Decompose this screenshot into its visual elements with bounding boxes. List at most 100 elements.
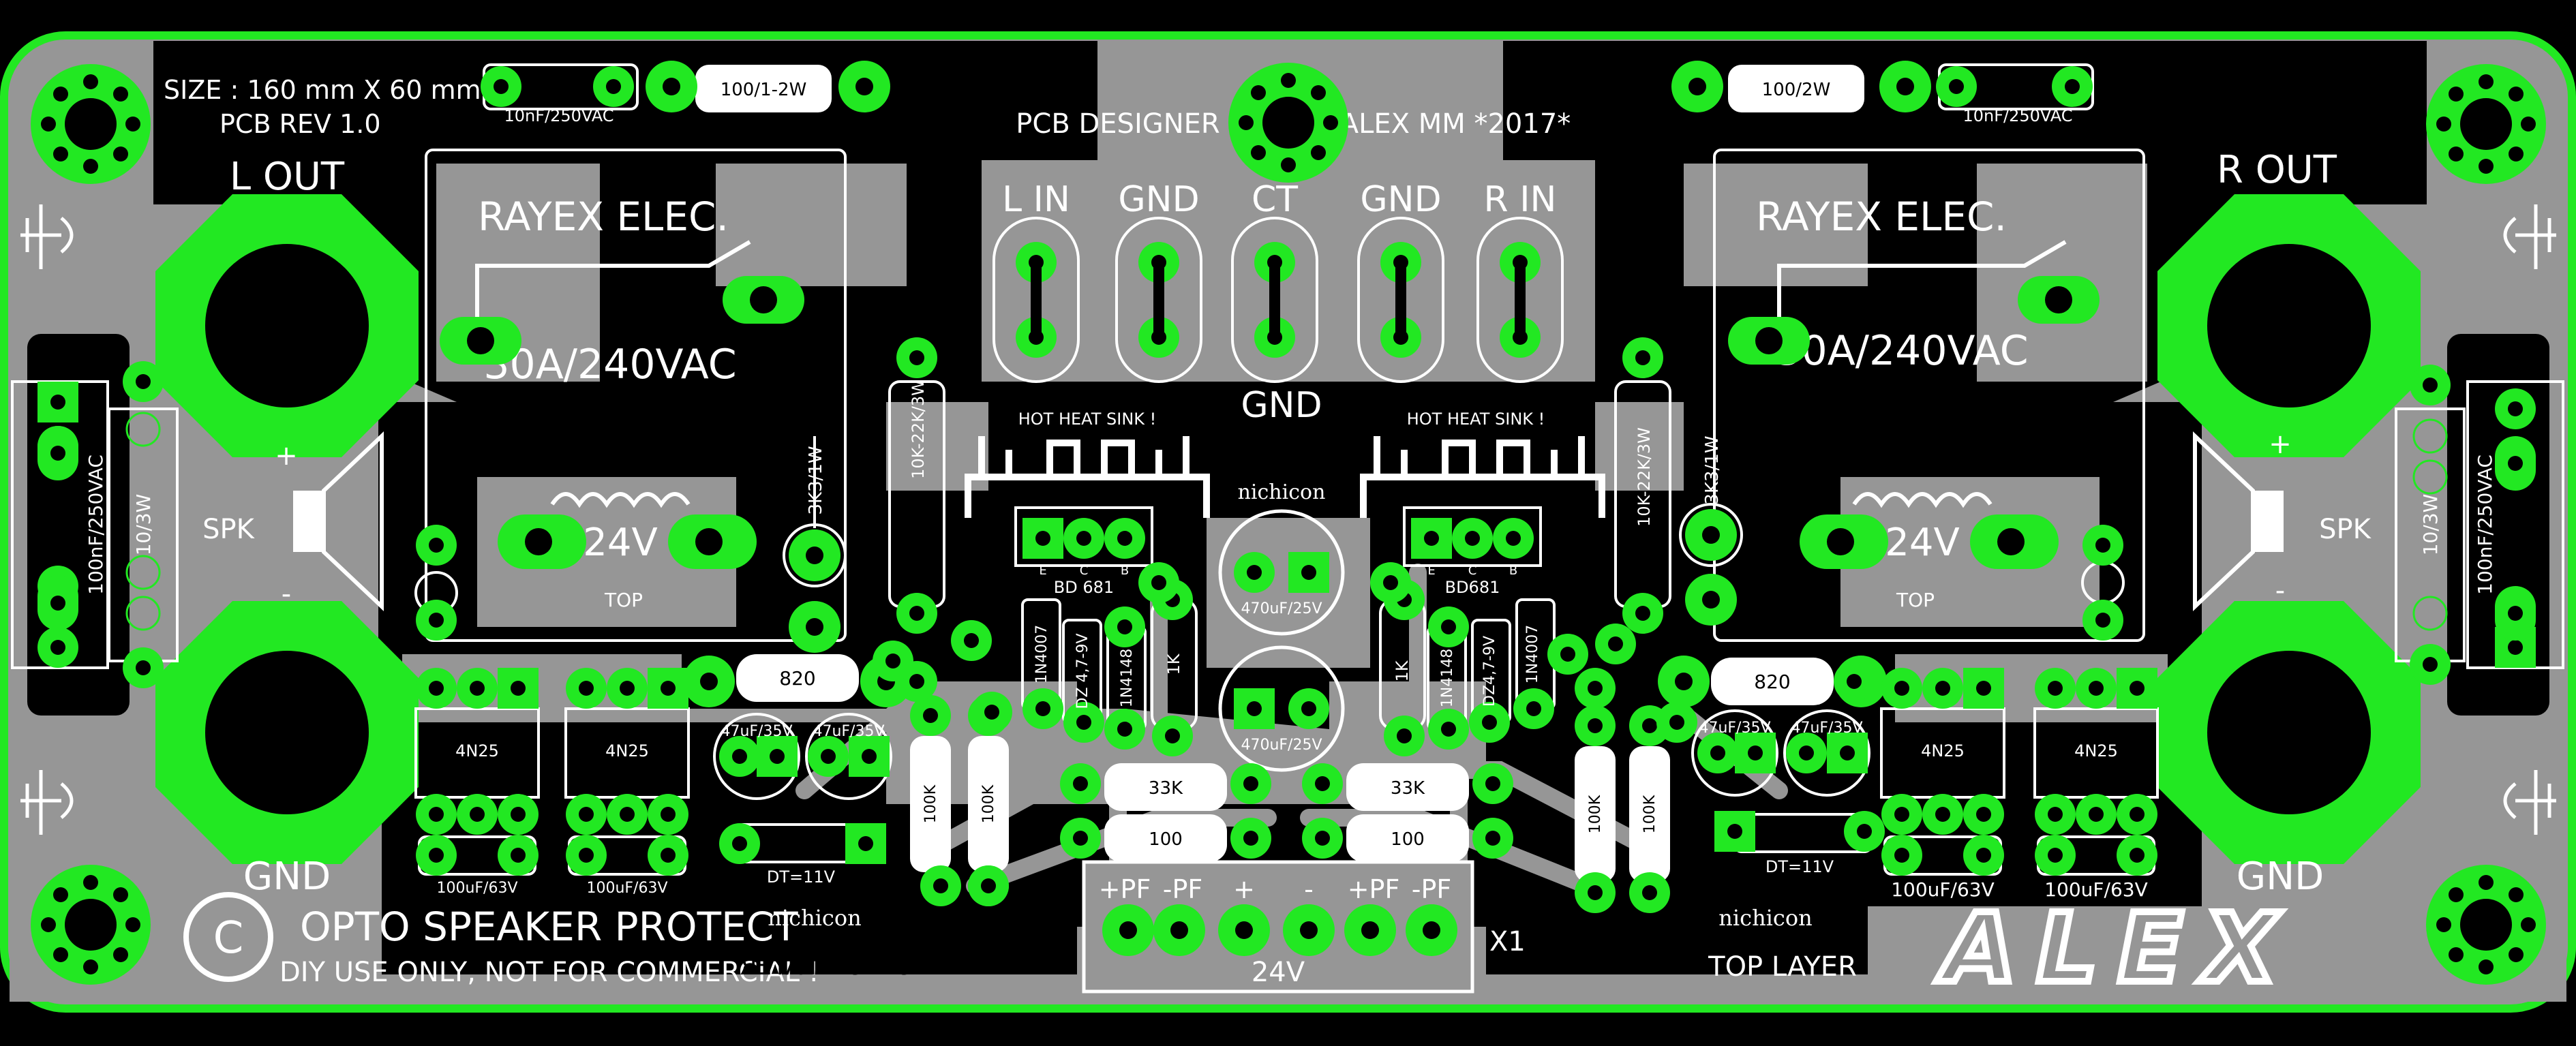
x1-pin6: -PF: [1412, 874, 1451, 904]
res-820-label-right: 820: [1754, 671, 1790, 693]
board-size-label: SIZE : 160 mm X 60 mm: [164, 75, 481, 105]
res-3k3-label-right: 3K3/1W: [1702, 435, 1723, 504]
relay-rating-left: 30A/240VAC: [483, 341, 736, 388]
bd681-c-left: C: [1080, 564, 1089, 578]
spk-right-plus: +: [2269, 429, 2292, 460]
speaker-icon: [293, 431, 384, 611]
relay-top-right: TOP: [1896, 589, 1935, 611]
res-33k-left: 33K: [1149, 778, 1183, 799]
relay-coil-right: 24V: [1885, 521, 1960, 565]
spk-right-label: SPK: [2319, 514, 2372, 545]
dz11-label-right: DT=11V: [1766, 857, 1834, 876]
cap-100nf63-l1: 100uF/63V: [436, 880, 517, 897]
copyright-icon: C: [213, 913, 244, 964]
dz11-label-left: DT=11V: [767, 867, 836, 887]
spk-left-label: SPK: [202, 514, 256, 545]
bd681-e-left: E: [1039, 564, 1046, 578]
author-label: ALEX MM *2017*: [1340, 108, 1571, 140]
dz-label-left: DZ 4,7-9V: [1074, 634, 1091, 709]
res-820-label-left: 820: [779, 667, 815, 690]
heatsink-warning-right: HOT HEAT SINK !: [1407, 410, 1545, 429]
opto-label-r1: 4N25: [1921, 741, 1965, 760]
res-1k-label-left: 1K: [1164, 653, 1183, 675]
res-33k-right: 33K: [1391, 778, 1425, 799]
spk-right-minus: -: [2275, 575, 2285, 606]
bd681-label-right: BD681: [1445, 578, 1500, 597]
cap-47-label-r2: 47uF/35V: [1791, 720, 1862, 737]
gnd-bottom-label: GND: [1241, 385, 1322, 426]
x1-pin4: -: [1304, 874, 1314, 904]
res-10-3w-label-right: 10/3W: [2419, 494, 2442, 556]
res-100-left: 100: [1149, 829, 1183, 850]
cap-100nf-label-right: 100nF/250VAC: [2474, 455, 2496, 595]
cap-100uf-r1: 100uF/63V: [1891, 878, 1995, 901]
d-1n4007-label-left: 1N4007: [1033, 625, 1050, 683]
spk-left-minus: -: [282, 579, 291, 610]
relay-rating-right: 30A/240VAC: [1775, 327, 2028, 375]
dz-label-right: DZ4,7-9V: [1481, 636, 1498, 707]
nichicon-label-left: nichicon: [768, 905, 861, 931]
alex-logo: ALEX: [1935, 893, 2297, 1004]
cap-100nf63-l2: 100uF/63V: [586, 880, 667, 897]
opto-label-l2: 4N25: [605, 741, 649, 760]
x1-pin1: +PF: [1099, 874, 1151, 904]
relay-brand-left: RAYEX ELEC.: [478, 194, 729, 240]
bd681-e-right: E: [1427, 564, 1435, 578]
res-10k-label-right: 10K-22K/3W: [1635, 427, 1654, 527]
ct-label: CT: [1252, 179, 1298, 220]
x1-pin5: +PF: [1348, 874, 1400, 904]
res-1k-label-right: 1K: [1393, 660, 1412, 681]
r-out-label: R OUT: [2217, 148, 2337, 192]
relay-top-left: TOP: [604, 589, 643, 611]
gnd-right-label: GND: [2237, 855, 2324, 899]
opto-label-r2: 4N25: [2074, 741, 2118, 760]
bottom-layer-label: BOTTOM LAYER: [740, 953, 930, 981]
d-1n4007-label-right: 1N4007: [1524, 625, 1541, 683]
relay-brand-right: RAYEX ELEC.: [1756, 194, 2007, 240]
x1-name: X1: [1489, 926, 1526, 957]
x1-pin2: -PF: [1163, 874, 1202, 904]
cap-470-label-top: 470uF/25V: [1241, 600, 1322, 617]
bd681-b-left: B: [1121, 564, 1129, 578]
relay-coil-left: 24V: [583, 521, 658, 565]
cap-47-label-r1: 47uF/35V: [1699, 720, 1770, 737]
res-100k-r1: 100K: [1587, 795, 1604, 833]
x1-voltage: 24V: [1252, 957, 1305, 988]
nichicon-label-right: nichicon: [1718, 905, 1812, 931]
screw-symbol-icon: [20, 204, 2556, 835]
gnd1-label: GND: [1118, 179, 1199, 220]
cap-47-label-l1: 47uF/35V: [721, 723, 792, 740]
res-100-right: 100: [1391, 829, 1425, 850]
cap-10nf-label-right: 10nF/250VAC: [1963, 106, 2072, 125]
d-1n4148-label-left: 1N4148: [1119, 649, 1136, 707]
res-10k-label-left: 10K-22K/3W: [909, 380, 928, 479]
gnd-left-label: GND: [243, 855, 331, 899]
l-out-label: L OUT: [230, 155, 345, 199]
designer-label: PCB DESIGNER: [1016, 108, 1219, 140]
res-10-3w-label-left: 10/3W: [132, 494, 155, 556]
res-100k-r2: 100K: [1641, 795, 1658, 833]
disclaimer: DIY USE ONLY, NOT FOR COMMERCIAL !: [279, 957, 819, 988]
cap-10nf-label-left: 10nF/250VAC: [504, 106, 613, 125]
nichicon-label-top: nichicon: [1238, 480, 1326, 504]
gnd2-label: GND: [1360, 179, 1441, 220]
cap-470-label-bottom: 470uF/25V: [1241, 737, 1322, 754]
cap-47-label-l2: 47uF/35V: [813, 723, 884, 740]
speaker-icon: [2193, 431, 2284, 611]
cap-100uf-r2: 100uF/63V: [2044, 878, 2148, 901]
d-1n4148-label-right: 1N4148: [1439, 649, 1456, 707]
l-in-label: L IN: [1002, 179, 1070, 220]
heatsink-warning-left: HOT HEAT SINK !: [1018, 410, 1157, 429]
board-title: OPTO SPEAKER PROTECT: [300, 904, 798, 950]
res-100-2w-label: 100/2W: [1762, 80, 1831, 100]
bd681-label-left: BD 681: [1054, 578, 1114, 597]
cap-100nf-label-left: 100nF/250VAC: [85, 455, 107, 595]
spk-left-plus: +: [275, 440, 298, 472]
top-layer-label: TOP LAYER: [1708, 951, 1857, 983]
r-in-label: R IN: [1484, 179, 1557, 220]
res-100k-l2: 100K: [980, 784, 997, 823]
x1-pin3: +: [1233, 874, 1255, 904]
board-rev-label: PCB REV 1.0: [219, 109, 381, 139]
bd681-c-right: C: [1468, 564, 1477, 578]
